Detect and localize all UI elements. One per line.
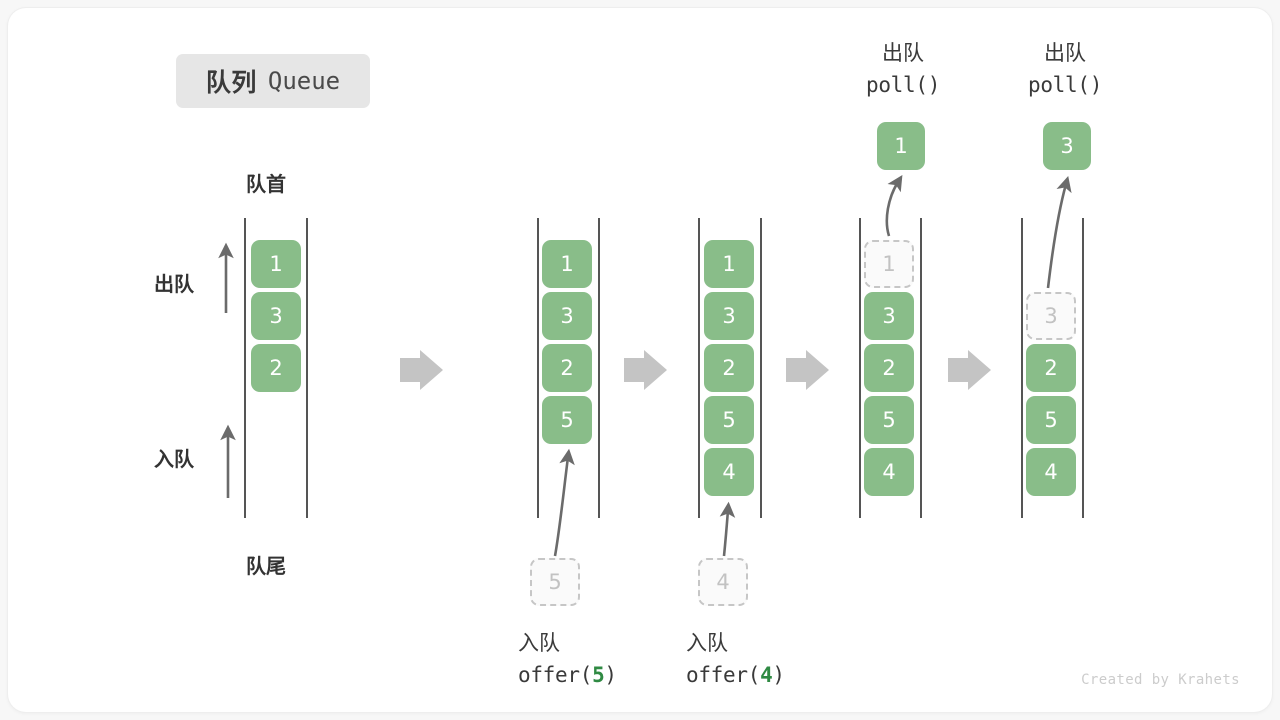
popped-element-cell: 3 [1043,122,1091,170]
title-badge: 队列 Queue [176,54,370,108]
operation-name: 入队 [518,632,560,655]
queue-rail-left-2 [537,218,539,518]
diagram-card: 队列 Queue 队首 队尾 出队 入队 1 3 2 1 3 2 5 5 入队 … [8,8,1272,712]
queue-cell: 2 [251,344,301,392]
queue-rail-left-3 [698,218,700,518]
operation-code-value: 5 [592,662,605,687]
queue-cell: 4 [704,448,754,496]
queue-cell: 5 [864,396,914,444]
operation-label-offer-4: 入队 offer(4) [686,628,785,691]
queue-cell: 5 [1026,396,1076,444]
operation-code-pre: offer( [518,662,593,687]
step-transition-arrow-1 [400,350,443,390]
queue-cell: 2 [704,344,754,392]
queue-rail-right-1 [306,218,308,518]
operation-code: poll() [866,70,940,102]
queue-cell: 1 [704,240,754,288]
operation-code-post: ) [604,662,617,687]
queue-rail-left-5 [1021,218,1023,518]
operation-label-poll-3: 出队 poll() [1028,38,1102,101]
operation-name: 出队 [1044,42,1087,65]
dequeue-direction-label: 出队 [154,274,194,296]
incoming-ghost-cell: 5 [530,558,580,606]
operation-code-pre: poll( [866,72,928,97]
queue-rail-right-2 [598,218,600,518]
operation-code: poll() [1028,70,1102,102]
operation-code: offer(4) [686,660,785,692]
queue-tail-label: 队尾 [246,556,286,578]
arrow-overlay [218,174,1072,557]
step-transition-arrow-2 [624,350,667,390]
queue-cell: 4 [1026,448,1076,496]
queue-cell: 4 [864,448,914,496]
queue-rail-right-4 [920,218,922,518]
operation-code-pre: offer( [686,662,761,687]
operation-code-post: ) [1089,72,1103,97]
title-en: Queue [267,67,341,95]
operation-code-value: 4 [760,662,773,687]
queue-cell: 3 [704,292,754,340]
operation-name: 出队 [882,42,925,65]
operation-code-post: ) [772,662,785,687]
enqueue-arrow-5 [553,448,575,557]
enqueue-arrow-4 [719,501,736,557]
queue-cell: 2 [864,344,914,392]
queue-rail-left-4 [859,218,861,518]
enqueue-direction-label: 入队 [154,449,194,471]
operation-code-pre: poll( [1028,72,1090,97]
operation-label-poll-1: 出队 poll() [866,38,940,101]
incoming-ghost-cell: 4 [698,558,748,606]
queue-cell: 3 [542,292,592,340]
queue-cell: 5 [704,396,754,444]
operation-code: offer(5) [518,660,617,692]
queue-rail-right-5 [1082,218,1084,518]
queue-cell: 2 [1026,344,1076,392]
dequeue-arrow-1 [885,174,903,237]
title-cn: 队列 [205,69,257,97]
queue-cell: 2 [542,344,592,392]
queue-rail-right-3 [760,218,762,518]
queue-cell: 1 [251,240,301,288]
operation-code-post: ) [927,72,941,97]
queue-rail-left-1 [244,218,246,518]
popped-element-cell: 1 [877,122,925,170]
queue-cell: 3 [251,292,301,340]
queue-cell-ghost: 1 [864,240,914,288]
step-transition-arrow-4 [948,350,991,390]
operation-label-offer-5: 入队 offer(5) [518,628,617,691]
operation-name: 入队 [686,632,728,655]
queue-cell: 1 [542,240,592,288]
queue-cell: 3 [864,292,914,340]
queue-cell: 5 [542,396,592,444]
credit-text: Created by Krahets [1081,672,1240,688]
queue-head-label: 队首 [246,174,286,196]
queue-cell-ghost: 3 [1026,292,1076,340]
step-transition-arrow-3 [786,350,829,390]
dequeue-arrow-3 [1046,175,1072,289]
